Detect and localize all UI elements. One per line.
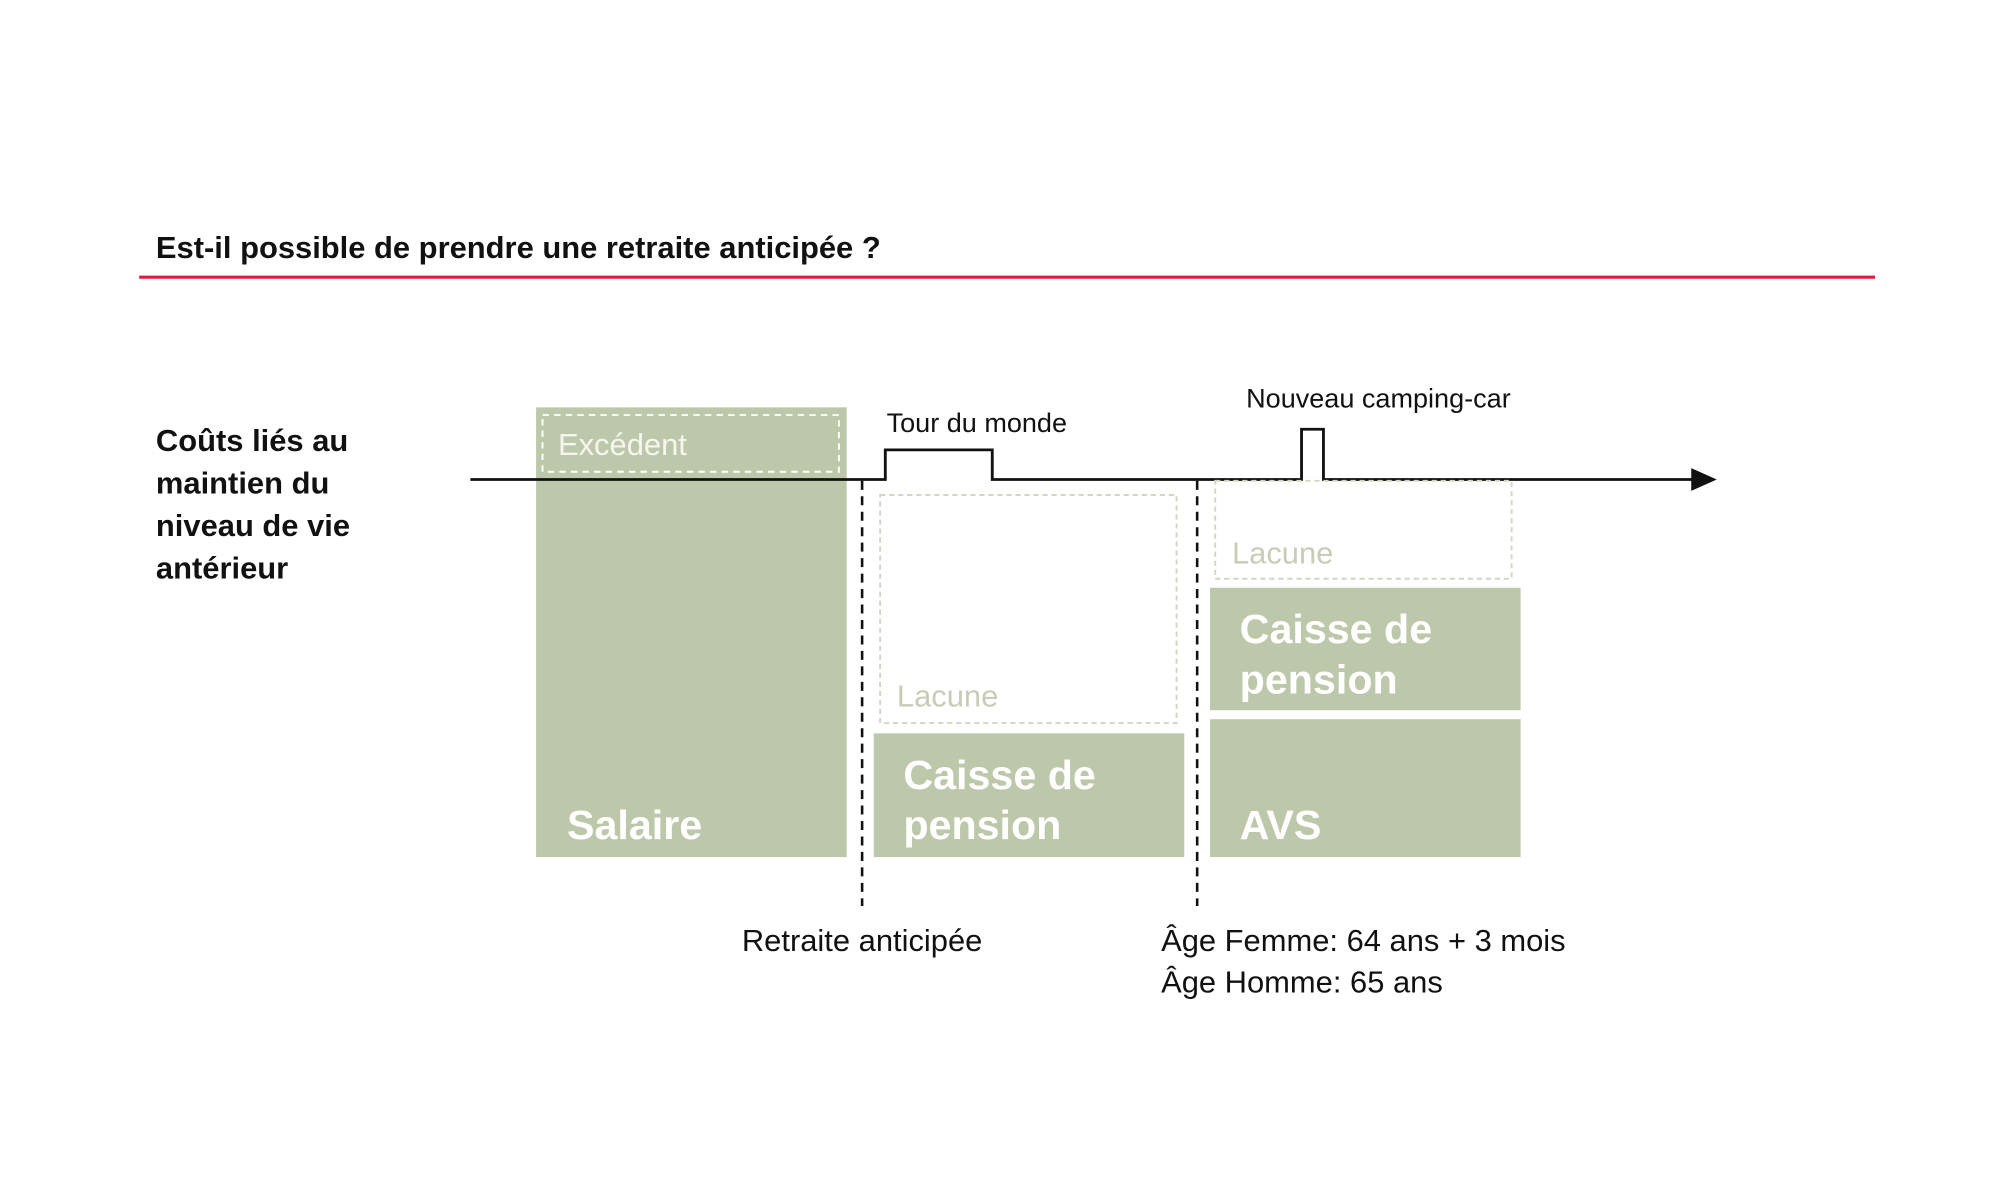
lacune-label: Lacune	[1232, 535, 1333, 570]
side-label-line: Coûts liés au	[156, 423, 348, 458]
salary-block	[536, 407, 847, 858]
excedent-label: Excédent	[558, 427, 687, 462]
side-label-line: antérieur	[156, 551, 288, 586]
avs-label: AVS	[1240, 802, 1322, 848]
pension-label: pension	[1240, 656, 1398, 702]
legal-age-women-caption: Âge Femme: 64 ans + 3 mois	[1161, 923, 1566, 958]
pension-block	[1210, 587, 1521, 711]
pension-label: Caisse de	[903, 752, 1095, 798]
side-label: Coûts liés au maintien du niveau de vie …	[156, 423, 350, 586]
salary-label: Salaire	[567, 802, 702, 848]
excedent-box	[541, 414, 840, 473]
side-label-line: maintien du	[156, 466, 329, 501]
cost-line	[470, 427, 1717, 491]
pension-block	[873, 733, 1185, 858]
side-label-line: niveau de vie	[156, 508, 350, 543]
legal-age-men-caption: Âge Homme: 65 ans	[1161, 964, 1443, 999]
event-tour-label: Tour du monde	[887, 408, 1067, 438]
page-title: Est-il possible de prendre une retraite …	[156, 230, 881, 265]
early-retirement-caption: Retraite anticipée	[742, 923, 983, 958]
lacune-label: Lacune	[897, 678, 998, 713]
pension-label: Caisse de	[1240, 606, 1432, 652]
pension-label: pension	[903, 802, 1061, 848]
avs-block	[1210, 719, 1521, 858]
event-camping-label: Nouveau camping-car	[1246, 383, 1511, 413]
